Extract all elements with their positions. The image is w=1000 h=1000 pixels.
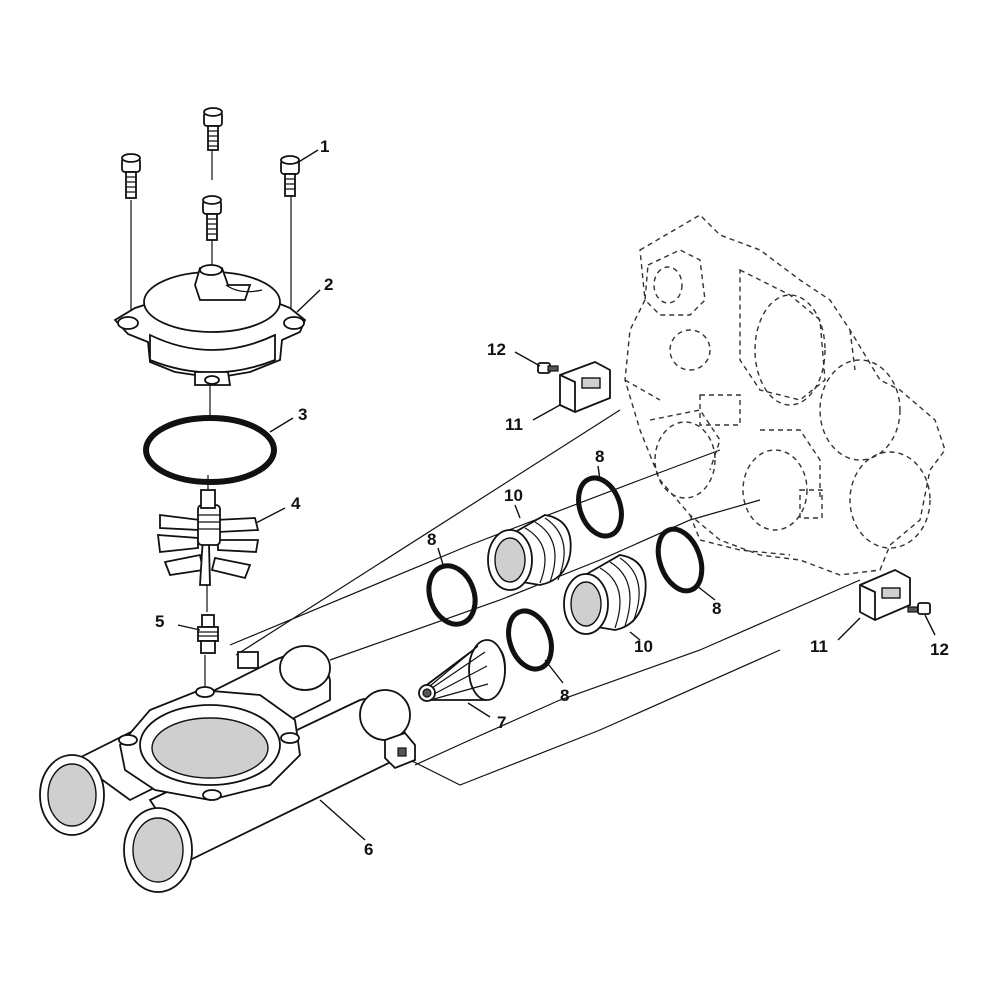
clip-11-right xyxy=(859,569,911,621)
callout-10-bottom: 10 xyxy=(634,637,653,656)
callout-2: 2 xyxy=(324,275,333,294)
callout-1: 1 xyxy=(320,137,329,156)
adapter-10-bottom xyxy=(563,554,647,635)
valve-body-outline xyxy=(624,214,946,576)
o-ring-8-center xyxy=(506,608,554,672)
impeller xyxy=(156,489,260,586)
callout-8-top: 8 xyxy=(595,447,604,466)
nozzle-cone xyxy=(418,639,506,702)
callout-3: 3 xyxy=(298,405,307,424)
callout-6: 6 xyxy=(364,840,373,859)
callout-5: 5 xyxy=(155,612,164,631)
screw-mid-center xyxy=(202,195,222,241)
callout-labels: 1 2 3 4 5 6 7 8 8 8 8 10 10 11 11 12 12 xyxy=(155,137,949,859)
pump-cover xyxy=(113,264,307,386)
callout-11-top: 11 xyxy=(505,415,523,434)
callout-12-top: 12 xyxy=(487,340,506,359)
screw-12-top xyxy=(537,362,559,374)
screw-left xyxy=(121,153,141,199)
callout-11-right: 11 xyxy=(810,637,828,656)
manifold-body xyxy=(39,645,416,893)
callout-8-left: 8 xyxy=(427,530,436,549)
callout-7: 7 xyxy=(497,713,506,732)
screw-12-right xyxy=(907,602,931,615)
o-ring-8-top xyxy=(576,475,624,539)
callout-12-right: 12 xyxy=(930,640,949,659)
callout-4: 4 xyxy=(291,494,301,513)
callout-leaders xyxy=(177,149,936,841)
screw-right xyxy=(280,155,300,197)
shaft-insert xyxy=(197,614,219,654)
screw-top-center xyxy=(203,107,223,151)
o-ring-8-right xyxy=(655,526,705,594)
o-ring-8-left xyxy=(426,563,478,627)
callout-10-top: 10 xyxy=(504,486,523,505)
o-ring-large xyxy=(143,415,277,485)
callout-8-right: 8 xyxy=(712,599,721,618)
clip-11-top xyxy=(559,361,611,413)
adapter-10-top xyxy=(487,514,572,591)
callout-8-center: 8 xyxy=(560,686,569,705)
